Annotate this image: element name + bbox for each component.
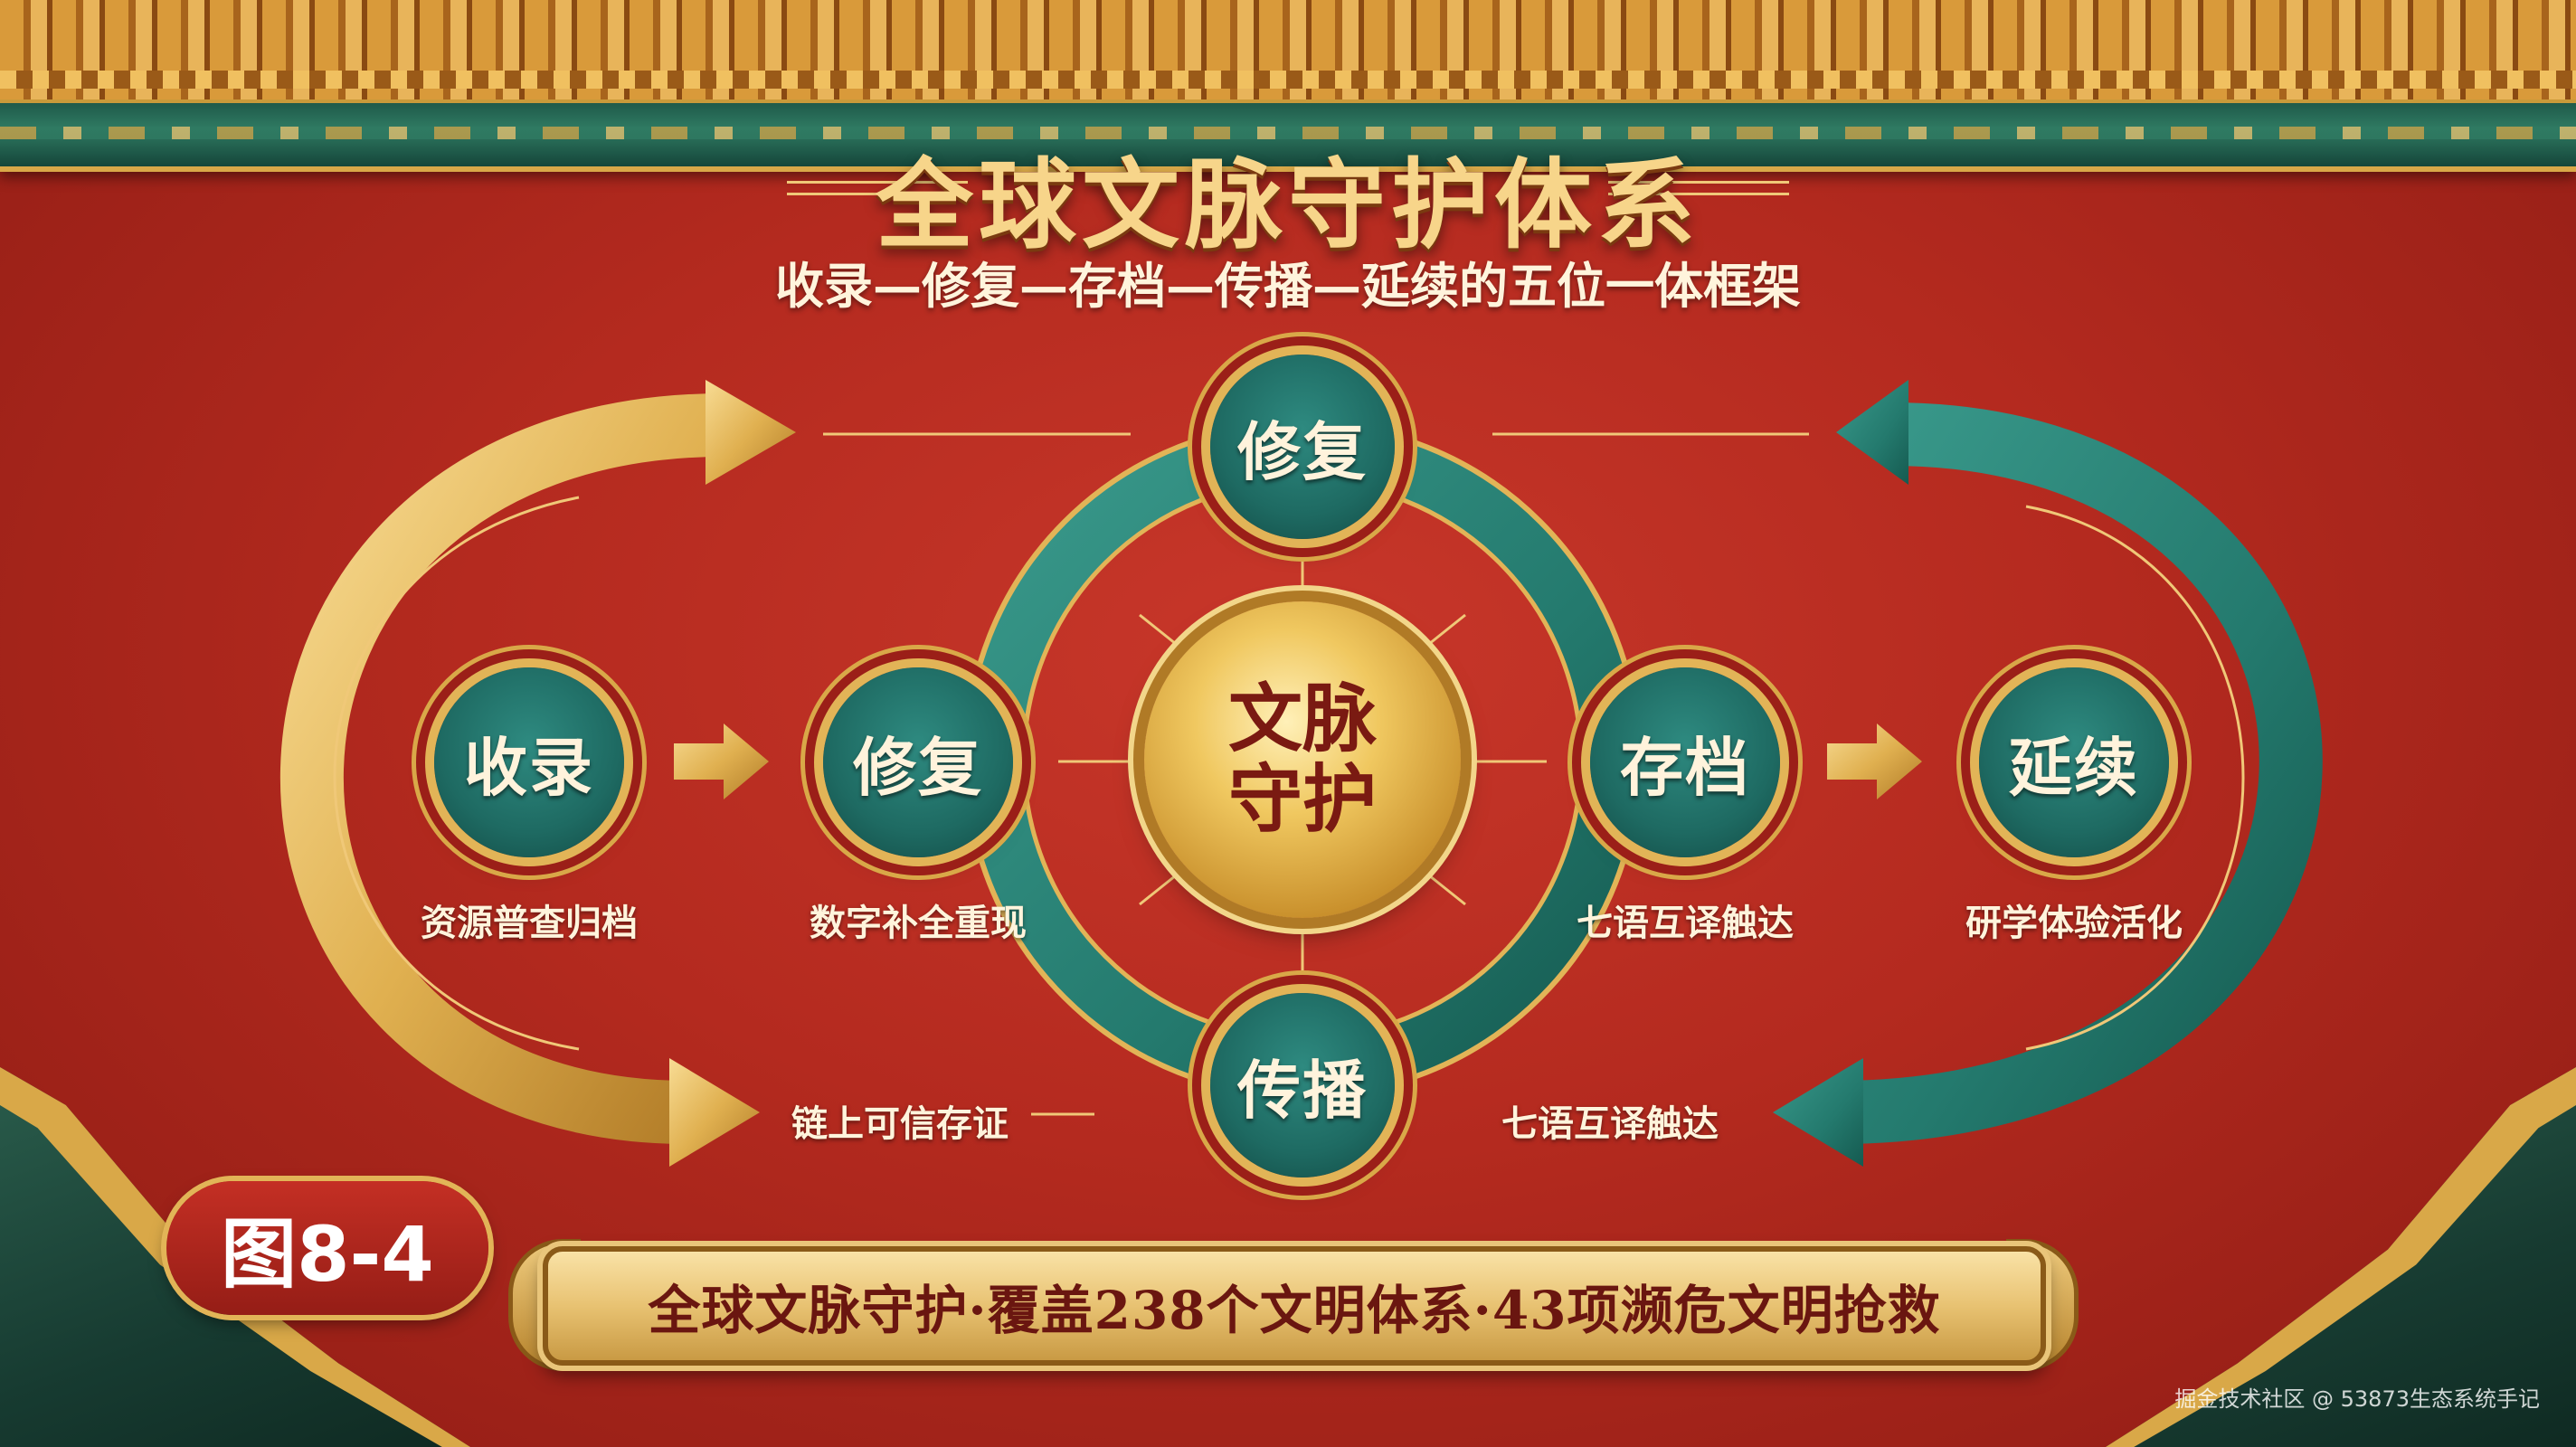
title-ornament-right [1608,181,1789,195]
left-arc-arrowhead-top [706,380,796,485]
node-continue-label: 延续 [2009,729,2139,805]
right-arc-arrowhead-top [1836,380,1908,485]
right-cycle-arc-inner-line [2025,505,2245,1051]
center-spokes [1058,543,1547,986]
caption-bottom-left: 链上可信存证 [791,1102,1009,1145]
caption-repair: 数字补全重现 [810,902,1027,944]
node-archive[interactable]: 存档 [1590,667,1780,857]
page-subtitle: 收录—修复—存档—传播—延续的五位一体框架 [775,257,1801,315]
summary-banner: 全球文脉守护·覆盖238个文明体系·43项濒危文明抢救 [543,1246,2046,1366]
node-collect-label: 收录 [464,729,594,805]
arrow-archive-to-continue [1827,724,1922,799]
center-line2: 守护 [1227,756,1377,843]
page-title: 全球文脉守护体系 [875,148,1700,262]
node-repair-top[interactable]: 修复 [1210,355,1395,539]
node-repair-left-label: 修复 [853,729,983,805]
right-arc-arrowhead-bottom [1773,1058,1863,1167]
caption-collect: 资源普查归档 [421,902,638,944]
node-spread[interactable]: 传播 [1210,993,1395,1177]
caption-bottom-right: 七语互译触达 [1501,1102,1719,1145]
caption-archive: 七语互译触达 [1577,902,1794,944]
node-archive-label: 存档 [1620,729,1750,805]
figure-label: 图8-4 [166,1181,488,1315]
node-repair-top-label: 修复 [1237,413,1368,489]
caption-continue: 研学体验活化 [1965,902,2183,944]
center-core[interactable]: 文脉 守护 [1144,601,1461,918]
roof-beam [0,99,2576,172]
right-cycle-arc [1835,402,2323,1144]
title-ornament-left [787,181,968,195]
watermark: 掘金技术社区 @ 53873生态系统手记 [2174,1386,2540,1412]
left-cycle-arc [280,393,724,1144]
node-continue[interactable]: 延续 [1979,667,2169,857]
node-collect[interactable]: 收录 [434,667,624,857]
node-repair-left[interactable]: 修复 [823,667,1013,857]
arrow-collect-to-repair [674,724,769,799]
node-spread-label: 传播 [1237,1052,1368,1128]
center-line1: 文脉 [1227,676,1377,763]
left-arc-arrowhead-bottom [669,1058,760,1167]
left-cycle-arc-inner-line [333,496,580,1051]
